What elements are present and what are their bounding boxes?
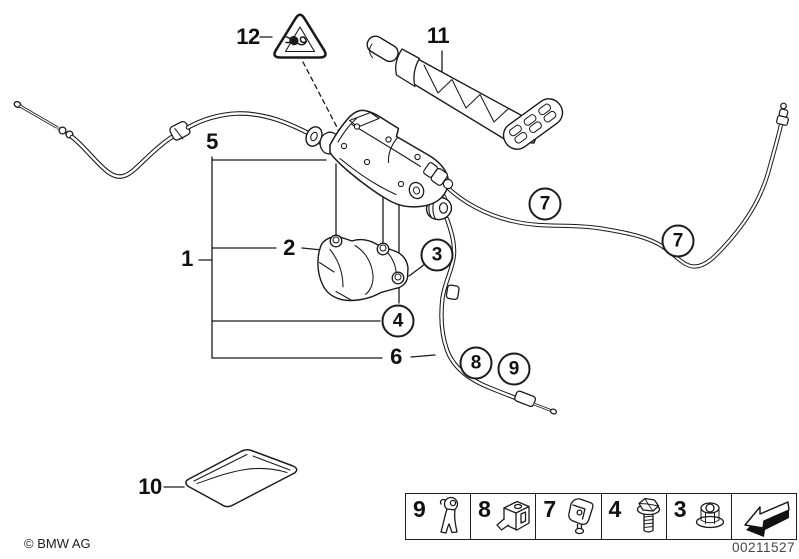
- flange-bolt-icon: [636, 497, 660, 533]
- callout-circle-7b: 7: [661, 224, 695, 258]
- callout-5: 5: [206, 129, 218, 154]
- legend-cell-3: 3: [665, 494, 731, 539]
- legend-number: 7: [543, 496, 557, 522]
- callout-10: 10: [138, 474, 162, 499]
- front-cable: [13, 100, 333, 179]
- legend-number: 9: [413, 496, 426, 522]
- callout-circle-8: 8: [459, 346, 493, 380]
- legend-strip: 9 8: [405, 493, 797, 540]
- legend-cell-7: 7: [535, 494, 600, 539]
- rear-cable-lower: [439, 192, 558, 415]
- actuator: [319, 109, 454, 208]
- flange-nut-icon: [695, 502, 725, 529]
- continuation-arrow-icon: [744, 501, 790, 537]
- legend-cell-9: 9: [406, 494, 470, 539]
- legend-cell-arrow: [730, 494, 796, 539]
- grease-packet: [185, 449, 298, 508]
- callout-12: 12: [236, 24, 260, 49]
- callout-circle-9: 9: [497, 352, 531, 386]
- support-bracket: [366, 35, 564, 150]
- callout-circle-7a: 7: [528, 187, 562, 221]
- warning-triangle: [273, 13, 327, 59]
- callout-circle-4: 4: [381, 304, 415, 338]
- cable-clamp-icon: [496, 500, 530, 531]
- callout-circle-3: 3: [420, 238, 454, 272]
- legend-number: 3: [673, 496, 687, 522]
- legend-number: 8: [478, 496, 491, 522]
- spring-clip-icon: [567, 498, 594, 535]
- legend-cell-8: 8: [470, 494, 535, 539]
- copyright-notice: © BMW AG: [24, 536, 91, 551]
- mounting-bracket: [317, 234, 409, 302]
- fork-clip-icon: [440, 496, 459, 534]
- plug-icon: [284, 35, 308, 46]
- callout-11: 11: [426, 23, 450, 48]
- legend-number: 4: [608, 496, 622, 522]
- legend-cell-4: 4: [600, 494, 666, 539]
- document-number: 00211527: [731, 540, 795, 555]
- rear-cable-right: [443, 102, 789, 269]
- callout-1: 1: [181, 246, 193, 271]
- callout-2: 2: [283, 235, 295, 260]
- callout-6: 6: [390, 344, 402, 369]
